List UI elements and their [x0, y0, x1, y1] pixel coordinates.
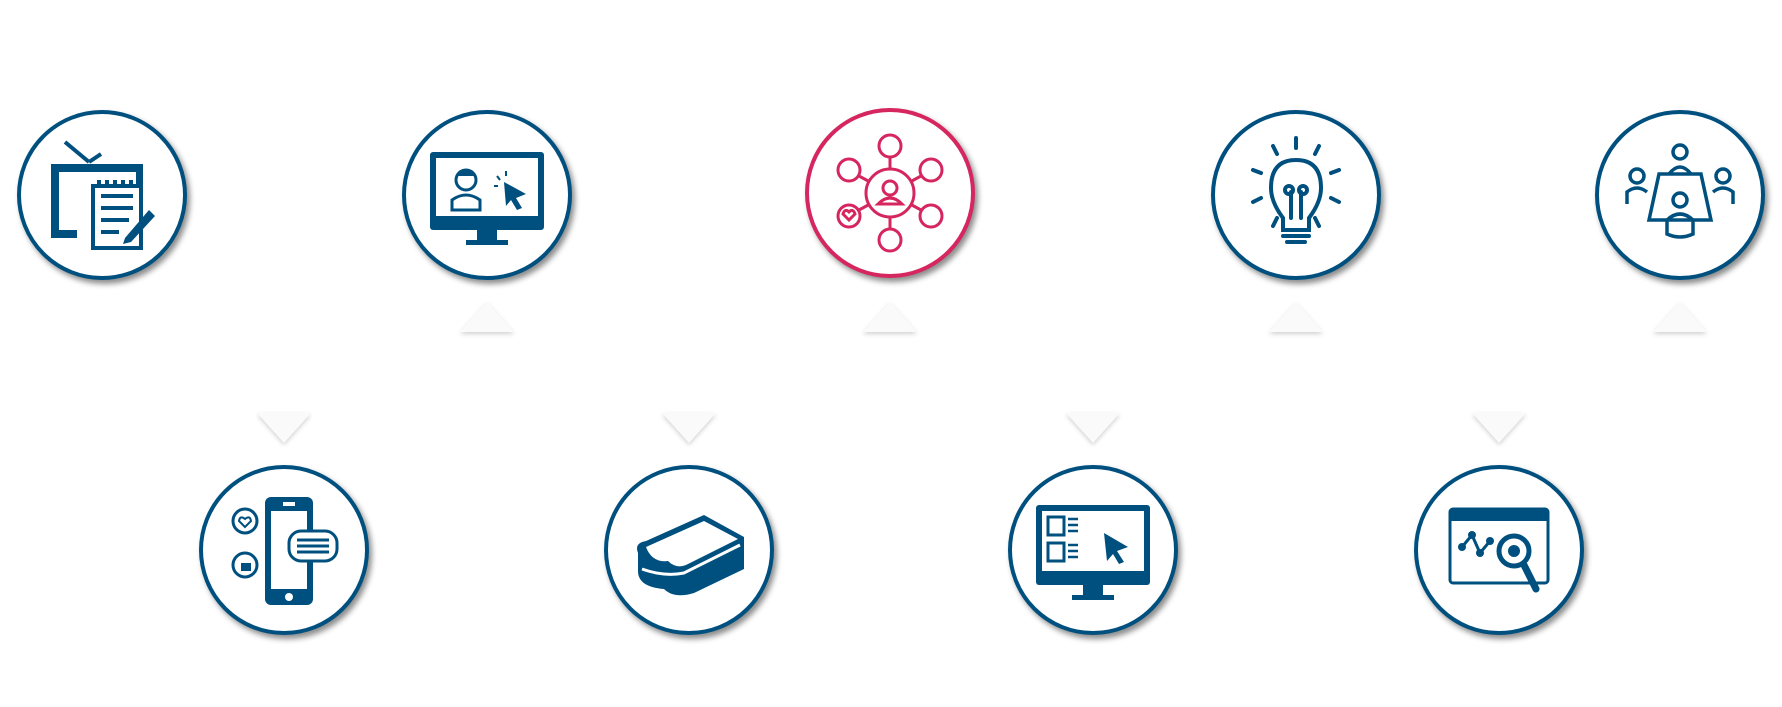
step-phone-social[interactable]: [199, 465, 369, 635]
chart-magnifier-icon: [1448, 507, 1550, 593]
step-idea[interactable]: [1211, 110, 1381, 280]
down-arrow-icon: [257, 413, 311, 443]
up-arrow-icon: [1269, 302, 1323, 332]
up-arrow-icon: [863, 302, 917, 332]
step-sandwich[interactable]: [604, 465, 774, 635]
lightbulb-icon: [1251, 136, 1341, 244]
sandwich-icon: [637, 515, 744, 596]
down-arrow-icon: [1066, 413, 1120, 443]
step-monitor-layout[interactable]: [1008, 465, 1178, 635]
phone-social-chat-icon: [231, 497, 339, 605]
down-arrow-icon: [1472, 413, 1526, 443]
meeting-table-icon: [1625, 143, 1735, 239]
monitor-person-cursor-icon: [430, 152, 544, 245]
down-arrow-icon: [662, 413, 716, 443]
up-arrow-icon: [1653, 302, 1707, 332]
step-meeting[interactable]: [1595, 110, 1765, 280]
up-arrow-icon: [460, 302, 514, 332]
tv-notepad-icon: [51, 140, 155, 250]
step-social-network[interactable]: [805, 108, 975, 278]
monitor-layout-cursor-icon: [1036, 505, 1150, 600]
social-network-hub-icon: [836, 133, 944, 253]
step-tv-notepad[interactable]: [17, 110, 187, 280]
step-monitor-person[interactable]: [402, 110, 572, 280]
step-chart-analysis[interactable]: [1414, 465, 1584, 635]
